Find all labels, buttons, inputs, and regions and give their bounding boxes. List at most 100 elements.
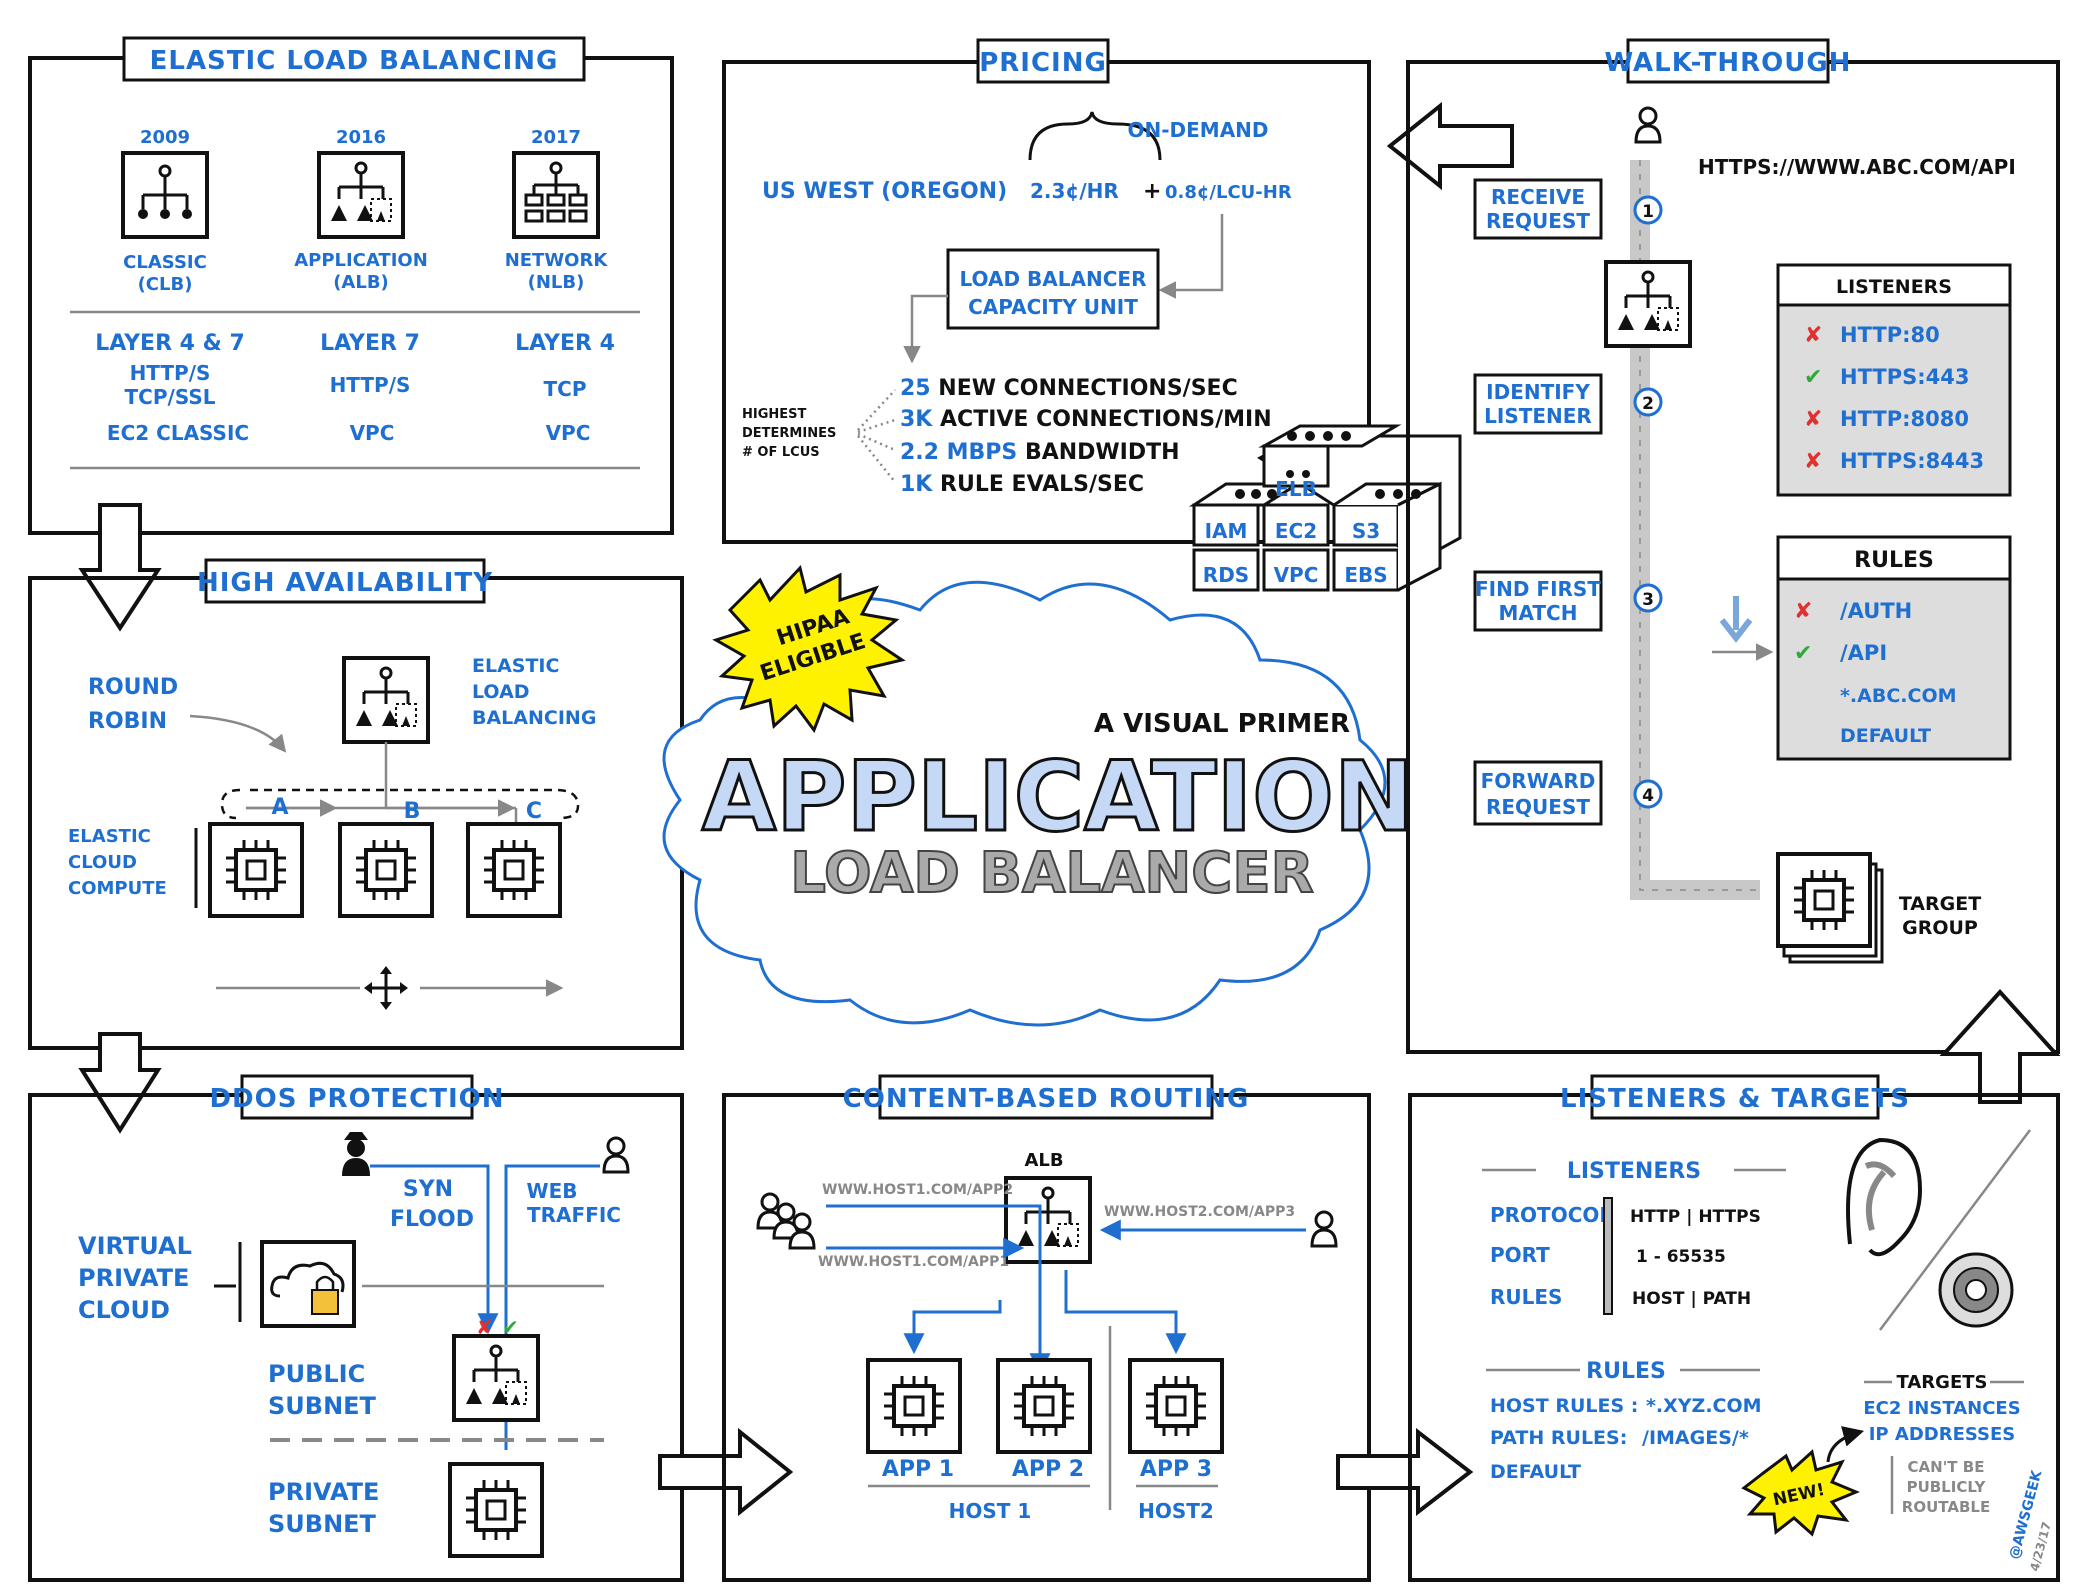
alb-label: ALB <box>1024 1150 1063 1171</box>
author-date: 4/23/17 <box>2027 1520 2054 1572</box>
panel-title-walkthrough: WALK-THROUGH <box>1605 48 1852 78</box>
ec2-chip-icon <box>208 822 304 918</box>
attr-key: PORT <box>1490 1243 1550 1267</box>
type-name-application: APPLICATION <box>294 250 428 271</box>
step-number: 1 <box>1642 202 1654 222</box>
panel-title-pricing: PRICING <box>979 48 1107 78</box>
app-label: APP 2 <box>1012 1457 1084 1482</box>
attr-value: HOST | PATH <box>1632 1289 1751 1309</box>
ec2-chip-icon <box>996 1358 1092 1454</box>
panel-pricing: PRICING ON-DEMAND US WEST (OREGON) 2.3¢/… <box>722 38 1462 592</box>
target-type: EC2 INSTANCES <box>1863 1398 2020 1419</box>
application-lb-icon <box>317 151 405 239</box>
vpc-label-3: CLOUD <box>78 1296 170 1324</box>
vpc-cloud-lock-icon <box>260 1240 356 1328</box>
type-name-classic: CLASSIC <box>123 252 207 273</box>
target-icon <box>1938 1252 2014 1328</box>
x-mark-icon: ✘ <box>1804 323 1822 348</box>
path-rules-value: /IMAGES/* <box>1642 1427 1749 1449</box>
elb-label-1: ELASTIC <box>472 655 559 677</box>
right-arrow-2 <box>1336 1427 1474 1517</box>
host-rules-value: *.XYZ.COM <box>1646 1395 1762 1417</box>
panel-title-ddos: DDOS PROTECTION <box>209 1084 504 1114</box>
step-label-1: IDENTIFY <box>1486 380 1590 404</box>
rule-entry: DEFAULT <box>1840 725 1931 747</box>
highest-3: # OF LCUS <box>742 445 820 460</box>
default-rule: DEFAULT <box>1490 1461 1581 1483</box>
center-title: HIPAA ELIGIBLE A VISUAL PRIMER APPLICATI… <box>662 564 1416 1027</box>
x-mark-icon: ✘ <box>1794 599 1812 624</box>
highest-2: DETERMINES <box>742 426 836 441</box>
vpc-label-1: VIRTUAL <box>78 1232 192 1260</box>
attr-value: HTTP | HTTPS <box>1630 1207 1761 1227</box>
dim-num: 2.2 MBPS <box>900 440 1017 465</box>
step-label-1: RECEIVE <box>1491 185 1585 209</box>
public-subnet-1: PUBLIC <box>268 1360 365 1388</box>
private-subnet-2: SUBNET <box>268 1510 377 1538</box>
block-label: RDS <box>1203 563 1249 587</box>
dim-num: 3K <box>900 407 933 432</box>
lcu-dimension: 2.2 MBPS BANDWIDTH <box>900 440 1180 465</box>
x-mark-icon: ✘ <box>1804 407 1822 432</box>
user-icon <box>602 1136 630 1174</box>
region-label: US WEST (OREGON) <box>762 179 1007 204</box>
check-mark-icon: ✔ <box>1804 365 1822 390</box>
panel-elb: ELASTIC LOAD BALANCING 2009 2016 2017 CL… <box>28 36 674 535</box>
year-classic: 2009 <box>140 127 190 148</box>
ec2-chip-icon <box>1128 1358 1224 1454</box>
panel-title-ha: HIGH AVAILABILITY <box>197 568 493 598</box>
step-number: 3 <box>1642 590 1654 610</box>
lcu-dimension: 1K RULE EVALS/SEC <box>900 472 1144 497</box>
panel-title-elb: ELASTIC LOAD BALANCING <box>150 46 559 76</box>
scale-arrows-icon <box>364 966 408 1010</box>
check-mark-icon: ✔ <box>1794 641 1812 666</box>
elb-label-3: BALANCING <box>472 707 596 729</box>
panel-title-cbr: CONTENT-BASED ROUTING <box>843 1084 1250 1114</box>
dim-text: BANDWIDTH <box>1025 440 1180 465</box>
url-host2-app3: WWW.HOST2.COM/APP3 <box>1104 1204 1295 1220</box>
round-robin-1: ROUND <box>88 675 178 700</box>
panel-lt: LISTENERS & TARGETS LISTENERS PROTOCOL H… <box>1408 1074 2060 1582</box>
plus-sign: + <box>1143 179 1161 204</box>
az-letter: B <box>404 799 421 824</box>
target-label-1: TARGET <box>1899 893 1981 915</box>
attr-key: PROTOCOL <box>1490 1203 1612 1227</box>
path-rules-key: PATH RULES: <box>1490 1427 1627 1449</box>
listeners-title: LISTENERS <box>1836 276 1952 298</box>
type-abbr-network: (NLB) <box>528 272 585 293</box>
step-number: 2 <box>1642 394 1654 414</box>
web-traffic-2: TRAFFIC <box>527 1203 621 1227</box>
listener-entry: HTTPS:8443 <box>1840 449 1984 473</box>
panel-ddos: DDOS PROTECTION SYN FLOOD WEB TRAFFIC VI… <box>28 1074 684 1582</box>
ec2-chip-icon <box>466 822 562 918</box>
step-2: 2 IDENTIFY LISTENER <box>1473 373 1663 435</box>
note-line-3: ROUTABLE <box>1902 1498 1990 1516</box>
panel-walkthrough: WALK-THROUGH HTTPS://WWW.ABC.COM/API 1 R… <box>1406 38 2060 1054</box>
rule-entry: /AUTH <box>1840 599 1912 623</box>
net-classic: EC2 CLASSIC <box>107 421 249 445</box>
panel-title-lt: LISTENERS & TARGETS <box>1560 1084 1910 1114</box>
note-line-1: CAN'T BE <box>1908 1458 1985 1476</box>
url-host1-app1: WWW.HOST1.COM/APP1 <box>818 1254 1009 1270</box>
alb-icon <box>1604 260 1692 348</box>
ec2-label-2: CLOUD <box>68 852 137 873</box>
ec2-label-1: ELASTIC <box>68 826 151 847</box>
left-arrow <box>1386 101 1514 191</box>
host-rules-key: HOST RULES : <box>1490 1395 1638 1417</box>
listener-entry: HTTPS:443 <box>1840 365 1969 389</box>
dim-num: 25 <box>900 376 931 401</box>
year-application: 2016 <box>336 127 386 148</box>
alb-icon <box>452 1334 540 1422</box>
step-label-2: MATCH <box>1499 601 1578 625</box>
rule-entry: /API <box>1840 641 1887 665</box>
type-abbr-application: (ALB) <box>333 272 389 293</box>
hourly-price: 2.3¢/HR <box>1030 179 1119 203</box>
step-label-2: REQUEST <box>1486 209 1590 233</box>
proto-application: HTTP/S <box>330 373 411 397</box>
target-label-2: GROUP <box>1902 917 1978 939</box>
ear-icon <box>1846 1137 1923 1257</box>
proto-classic: HTTP/S <box>130 361 211 385</box>
alb-icon <box>342 656 430 744</box>
az-letter: C <box>526 799 542 824</box>
signature: @AWSGEEK 4/23/17 <box>2006 1468 2054 1573</box>
